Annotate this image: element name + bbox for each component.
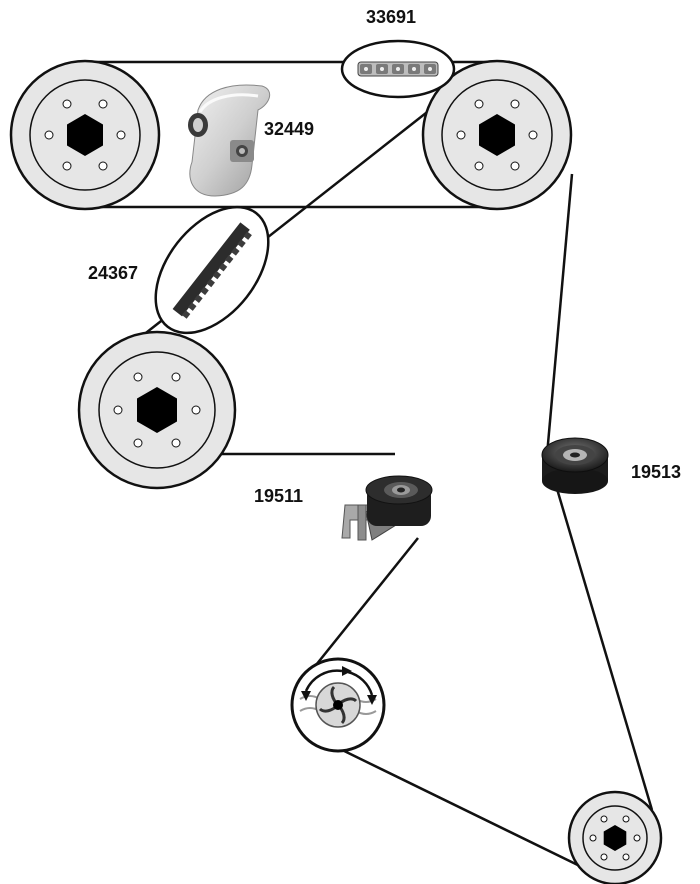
belt-run-crank-to-idler	[545, 454, 654, 811]
belt-run-waterpump-to-crank	[333, 744, 589, 872]
injection-pump-pulley	[77, 330, 237, 490]
toothed-belt-segment	[154, 205, 270, 335]
label-tensioner-19511: 19511	[254, 486, 303, 506]
idler-pulley	[541, 437, 609, 494]
tensioner	[341, 475, 433, 541]
water-pump	[290, 657, 386, 753]
chain-guide	[188, 84, 271, 197]
label-guide-32449: 32449	[264, 119, 314, 139]
chain-guide-icon	[188, 84, 271, 197]
camshaft-pulley-right	[421, 59, 573, 211]
timing-chain	[340, 39, 456, 99]
idler-pulley-icon	[541, 437, 609, 494]
belt-run-tensioner-to-waterpump	[311, 537, 419, 671]
timing-chain-icon	[357, 61, 439, 77]
label-idler-19513: 19513	[631, 462, 681, 482]
camshaft-pulley-left	[9, 59, 161, 211]
toothed-belt-icon	[172, 222, 252, 319]
tensioner-pulley-icon	[341, 475, 433, 541]
crankshaft-pulley	[567, 790, 663, 884]
label-belt-24367: 24367	[88, 263, 138, 283]
belt-run-idler-to-cam	[545, 173, 574, 456]
label-chain-33691: 33691	[366, 7, 416, 27]
water-pump-icon	[299, 666, 377, 728]
